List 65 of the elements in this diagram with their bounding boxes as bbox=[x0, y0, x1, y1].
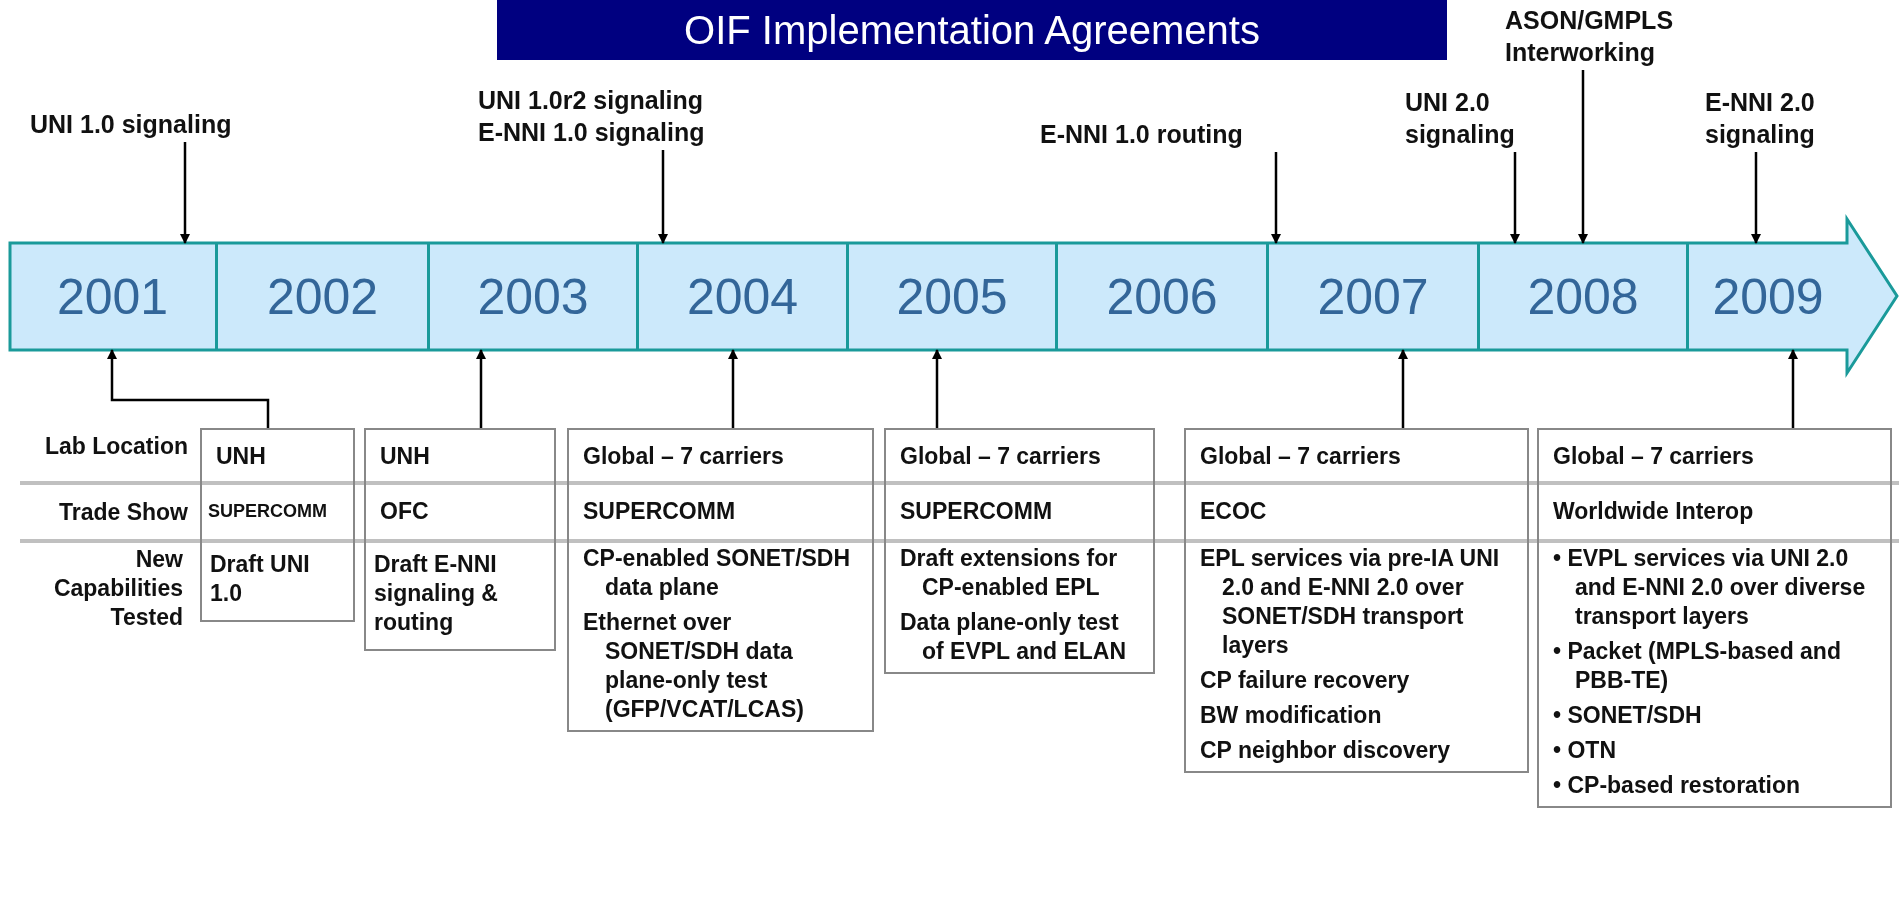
milestone-label: ASON/GMPLS Interworking bbox=[1505, 5, 1675, 68]
lab-location-text: Global – 7 carriers bbox=[1199, 441, 1402, 471]
capability-text: • EVPL services via UNI 2.0 and E-NNI 2.0 over diverse transport layers bbox=[1553, 544, 1867, 631]
arrow bbox=[1271, 152, 1281, 244]
milestone-label: UNI 2.0 signaling bbox=[1405, 87, 1516, 150]
lab-location-text: UNH bbox=[379, 441, 431, 471]
trade-show-text: OFC bbox=[379, 496, 430, 526]
lab-location-text: Global – 7 carriers bbox=[899, 441, 1102, 471]
arrow bbox=[1398, 349, 1408, 428]
row-heading: New Capabilities Tested bbox=[52, 545, 183, 632]
year-label: 2005 bbox=[849, 243, 1058, 350]
lab-location-text: Global – 7 carriers bbox=[1552, 441, 1755, 471]
milestone-label: E-NNI 2.0 signaling bbox=[1705, 87, 1816, 150]
capability-text: Data plane-only test of EVPL and ELAN bbox=[900, 608, 1128, 666]
year-label: 2006 bbox=[1058, 243, 1269, 350]
capability-text: EPL services via pre-IA UNI 2.0 and E-NNI 2.0 over SONET/SDH transport layers bbox=[1200, 544, 1501, 660]
arrow bbox=[658, 150, 668, 244]
capability-text: BW modification bbox=[1200, 701, 1383, 730]
trade-show-text: SUPERCOMM bbox=[582, 496, 737, 526]
test-event-card bbox=[567, 428, 874, 732]
row-heading: Trade Show bbox=[57, 498, 188, 527]
capability-text: CP-enabled SONET/SDH data plane bbox=[583, 544, 852, 602]
capability-text: CP failure recovery bbox=[1200, 666, 1411, 695]
year-label: 2009 bbox=[1689, 243, 1847, 350]
trade-show-text: ECOC bbox=[1199, 496, 1268, 526]
year-label: 2004 bbox=[639, 243, 849, 350]
arrow bbox=[1788, 349, 1798, 428]
trade-show-text: SUPERCOMM bbox=[899, 496, 1054, 526]
milestone-text: UNI 1.0r2 signaling bbox=[478, 85, 705, 116]
year-label: 2002 bbox=[218, 243, 430, 350]
capability-text: • SONET/SDH bbox=[1553, 701, 1703, 730]
test-event-card bbox=[1184, 428, 1529, 773]
capability-text: Draft UNI 1.0 bbox=[210, 550, 311, 608]
arrow bbox=[1578, 70, 1588, 244]
capability-text: Draft extensions for CP-enabled EPL bbox=[900, 544, 1119, 602]
arrow bbox=[1751, 152, 1761, 244]
year-label: 2008 bbox=[1480, 243, 1689, 350]
capability-text: Draft E-NNI signaling & routing bbox=[374, 550, 499, 637]
capability-text: Ethernet over SONET/SDH data plane-only test (GFP/VCAT/LCAS) bbox=[583, 608, 805, 724]
arrow bbox=[728, 349, 738, 428]
test-event-card bbox=[200, 428, 355, 622]
test-event-card bbox=[884, 428, 1155, 674]
title-banner: OIF Implementation Agreements bbox=[497, 0, 1447, 60]
arrow bbox=[476, 349, 486, 428]
trade-show-text: SUPERCOMM bbox=[207, 499, 328, 523]
year-label: 2003 bbox=[430, 243, 639, 350]
lab-location-text: Global – 7 carriers bbox=[582, 441, 785, 471]
milestone-label: UNI 1.0 signaling bbox=[30, 109, 233, 140]
arrow bbox=[1510, 152, 1520, 244]
test-event-card bbox=[364, 428, 556, 651]
year-label: 2001 bbox=[10, 243, 218, 350]
arrow bbox=[180, 142, 190, 244]
year-label: 2007 bbox=[1269, 243, 1480, 350]
capability-text: • CP-based restoration bbox=[1553, 771, 1802, 800]
capability-text: • OTN bbox=[1553, 736, 1617, 765]
test-event-card bbox=[1537, 428, 1892, 808]
arrow bbox=[107, 349, 270, 428]
milestone-text: E-NNI 1.0 signaling bbox=[478, 117, 706, 148]
capability-text: • Packet (MPLS-based and PBB-TE) bbox=[1553, 637, 1842, 695]
lab-location-text: UNH bbox=[215, 441, 267, 471]
trade-show-text: Worldwide Interop bbox=[1552, 496, 1755, 526]
capability-text: CP neighbor discovery bbox=[1200, 736, 1452, 765]
milestone-label: E-NNI 1.0 routing bbox=[1040, 119, 1244, 150]
row-heading: Lab Location bbox=[43, 432, 188, 461]
arrow bbox=[932, 349, 942, 428]
